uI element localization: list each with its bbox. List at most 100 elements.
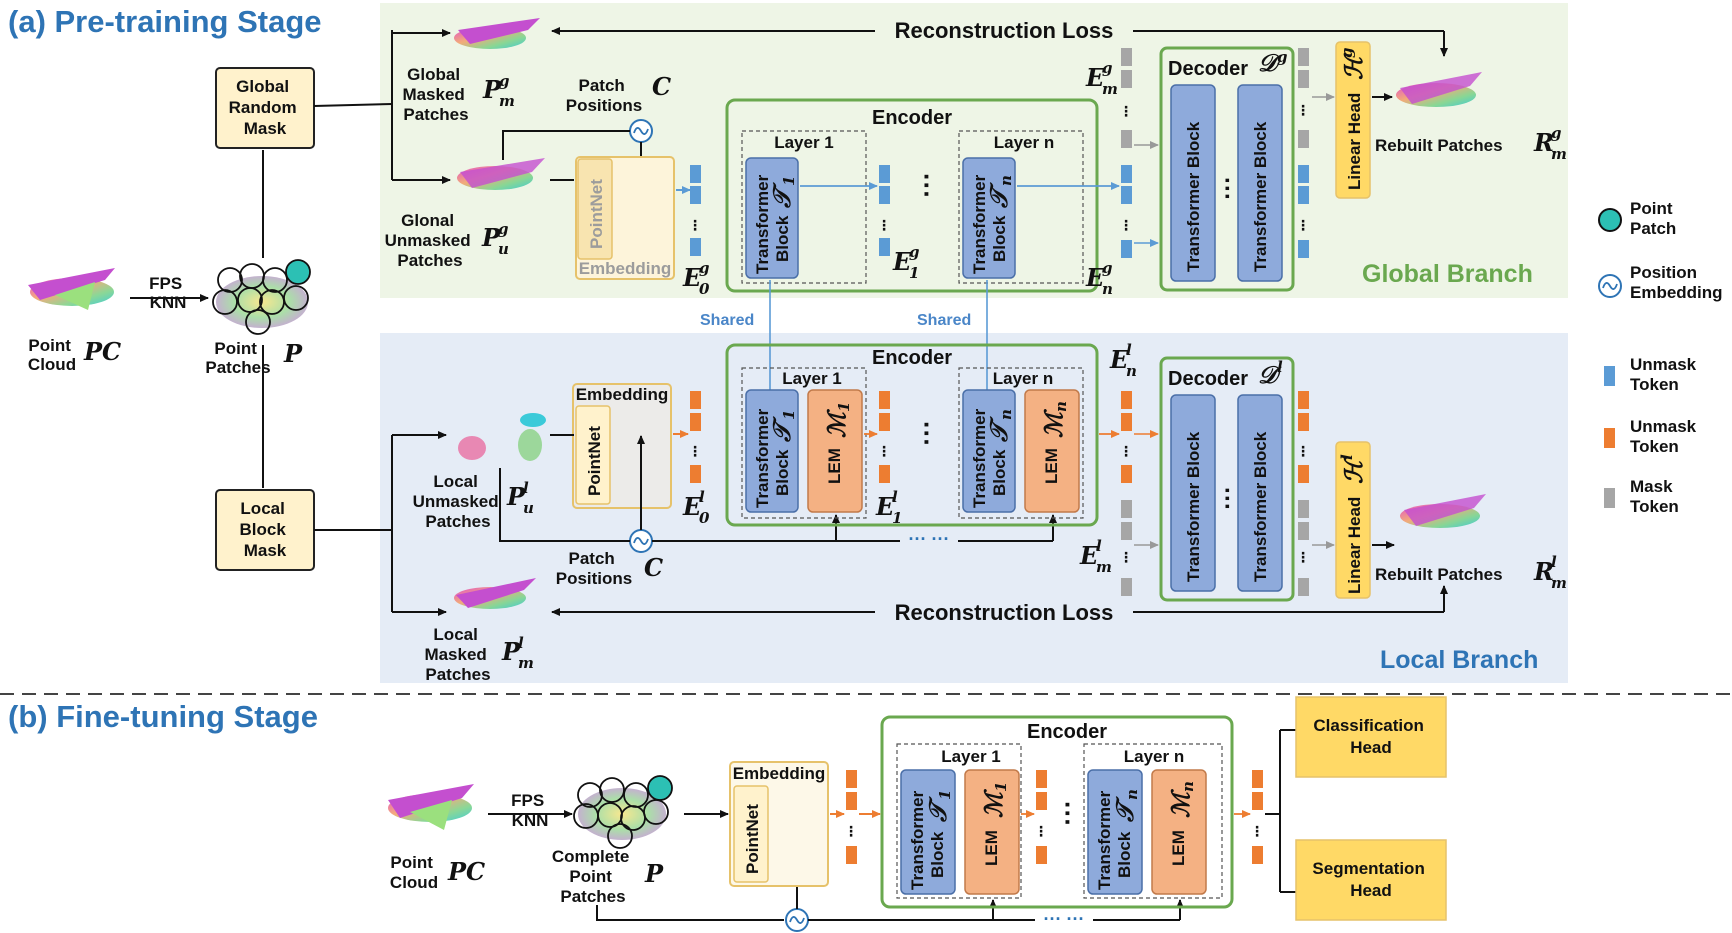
local-layern-label: Layer n	[993, 369, 1053, 388]
pretrain-title: (a) Pre-training Stage	[8, 4, 322, 39]
global-tbn-label: Transformer	[970, 174, 989, 274]
e0l-sub: 0	[699, 509, 710, 527]
local-embedding-label: Embedding	[576, 385, 669, 404]
local-mn-symbol: ℳ	[1039, 408, 1068, 438]
pmg-sub: m	[499, 92, 515, 110]
local-c-symbol: C	[644, 553, 663, 582]
local-m1-sub: 1	[835, 402, 853, 412]
svg-text:⋮: ⋮	[1250, 823, 1264, 839]
eml-symbol: E	[1079, 541, 1099, 570]
global-rebuilt-icon	[1396, 72, 1482, 107]
ft-embedding-label: Embedding	[733, 764, 826, 783]
ft-t1-sub: 1	[936, 790, 954, 800]
global-decoder-block-2-label: Transformer Block	[1251, 121, 1270, 272]
p-symbol: P	[283, 339, 303, 368]
global-pointnet-label: PointNet	[587, 179, 606, 249]
input-point-cloud-icon	[28, 268, 115, 310]
e1g-sub: 1	[909, 264, 919, 282]
local-encoder-box	[725, 343, 1099, 527]
enl-sup: l	[1126, 341, 1132, 359]
global-mask-routing	[313, 103, 393, 107]
eng-sub: n	[1102, 280, 1113, 298]
ft-transformer-block-1	[900, 769, 956, 895]
legend-unmask-blue-icon	[1604, 366, 1615, 386]
legend-unmask-orange-label: Unmask Token	[1630, 417, 1701, 456]
global-masked-patches-label: Global Masked Patches	[402, 65, 469, 124]
local-positions-route	[499, 468, 630, 542]
global-encoder-label: Encoder	[872, 107, 952, 129]
e0g-symbol: E	[682, 263, 702, 292]
segmentation-head-label: Segmentation Head	[1312, 859, 1429, 900]
shared-label-n: Shared	[917, 312, 971, 329]
eml-sub: m	[1096, 558, 1112, 576]
ft-layer1-frame	[896, 743, 1022, 899]
fps-knn-label: FPS KNN	[149, 274, 187, 312]
local-branch-label: Local Branch	[1380, 646, 1538, 674]
svg-text:⋮: ⋮	[1296, 102, 1310, 118]
local-pointnet-box	[575, 405, 611, 505]
ft-lemn-label: LEM	[1169, 830, 1188, 866]
rml-sub: m	[1551, 574, 1567, 592]
pug-sup: g	[498, 220, 509, 238]
ft-encoder-label: Encoder	[1027, 721, 1107, 743]
svg-text:⋮: ⋮	[1034, 823, 1048, 839]
ft-point-patches-icon	[573, 775, 673, 849]
svg-text:⋮: ⋮	[1119, 217, 1133, 233]
local-decoder-block-1-label: Transformer Block	[1184, 431, 1203, 582]
e0g-sup: g	[699, 259, 710, 277]
svg-text:⋮: ⋮	[1119, 549, 1133, 565]
global-ellipsis: ···	[912, 173, 942, 199]
global-decoder-block-1-label: Transformer Block	[1184, 121, 1203, 272]
local-ellipsis: ···	[912, 421, 942, 447]
local-masked-patches-icon	[454, 578, 536, 609]
local-layern-frame	[958, 367, 1084, 519]
pml-sub: m	[518, 654, 534, 672]
legend-position-embedding-icon	[1598, 274, 1622, 298]
local-tb1-label: Transformer	[753, 408, 772, 508]
svg-text:⋮: ⋮	[1119, 103, 1133, 119]
local-layer1-frame	[741, 367, 867, 519]
eng-symbol: E	[1085, 263, 1105, 292]
local-encoder-label: Encoder	[872, 347, 952, 369]
global-e0-tokens: ⋮	[688, 165, 702, 256]
pul-symbol: P	[506, 482, 526, 511]
global-decoder-sup: g	[1277, 48, 1288, 66]
global-random-mask-label: Global Random Mask	[229, 77, 302, 138]
ft-m1-symbol: ℳ	[979, 788, 1008, 818]
legend-position-embedding-label: Position Embedding	[1630, 263, 1723, 302]
local-decoder-block-2	[1237, 394, 1283, 592]
svg-text:⋮: ⋮	[1296, 443, 1310, 459]
ft-e1-tokens: ⋮	[1034, 770, 1048, 864]
ft-pc-symbol: PC	[447, 857, 485, 886]
local-tn-sub: n	[997, 409, 1015, 420]
local-decoder-label: Decoder	[1168, 368, 1248, 390]
legend-point-patch-label: Point Patch	[1630, 199, 1677, 238]
e0g-sub: 0	[699, 280, 710, 298]
segmentation-head-box	[1295, 839, 1447, 921]
global-tbn-label-2: Block	[990, 215, 1009, 262]
rmg-sub: m	[1551, 145, 1567, 163]
ft-tbn-label-2: Block	[1115, 831, 1134, 878]
ft-e0-tokens: ⋮	[844, 770, 858, 864]
global-patch-positions-label: Patch Positions	[566, 76, 643, 115]
e1g-symbol: E	[892, 247, 912, 276]
local-unmasked-patches-label: Local Unmasked Patches	[413, 472, 504, 531]
ft-point-cloud-icon	[388, 784, 474, 830]
global-transformer-block-1	[745, 157, 799, 279]
local-decoder-ellipsis: ···	[1213, 487, 1240, 511]
ft-ellipsis: ···	[1053, 801, 1083, 827]
rml-sup: l	[1551, 553, 1557, 571]
svg-text:⋮: ⋮	[844, 823, 858, 839]
global-layer1-label: Layer 1	[774, 133, 834, 152]
rmg-sup: g	[1551, 124, 1562, 142]
ft-layer1-label: Layer 1	[941, 747, 1001, 766]
ft-encoder-box	[880, 715, 1234, 909]
global-recon-loss-bg	[875, 16, 1133, 44]
global-layern-label: Layer n	[994, 133, 1054, 152]
global-e1-tokens: ⋮	[877, 165, 891, 256]
local-lem-n	[1024, 389, 1080, 513]
local-em-tokens: ⋮	[1119, 500, 1133, 596]
ft-pointnet-box	[733, 785, 769, 883]
pug-sub: u	[498, 240, 509, 258]
